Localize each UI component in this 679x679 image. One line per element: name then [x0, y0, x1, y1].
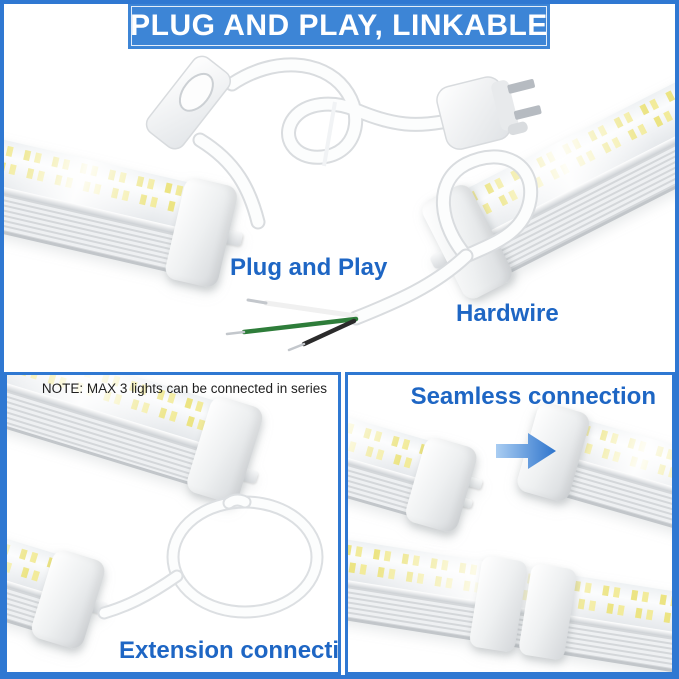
- wire-tip: [246, 298, 268, 305]
- wire-tip: [225, 330, 246, 336]
- extension-connection-panel: NOTE: MAX 3 lights can be connected in s…: [4, 372, 341, 675]
- ground-pin: [507, 121, 528, 136]
- plug-prong: [513, 105, 542, 120]
- seamless-connection-label: Seamless connection: [410, 383, 656, 410]
- banner: PLUG AND PLAY, LINKABLE: [128, 4, 550, 49]
- rocker-switch: [145, 55, 231, 150]
- power-cord: [224, 57, 450, 165]
- wire-tip: [287, 342, 306, 352]
- plug-and-play-label: Plug and Play: [230, 254, 388, 281]
- note-text: NOTE: MAX 3 lights can be connected in s…: [41, 381, 328, 396]
- switch-button: [178, 72, 214, 112]
- led-tube-lower: [7, 493, 108, 651]
- seamless-connection-panel: Seamless connection: [345, 372, 675, 675]
- wire-white: [263, 300, 359, 319]
- led-tube-hardwire: [418, 66, 675, 303]
- cable-tie: [322, 101, 337, 167]
- arrow-right-icon: [496, 433, 556, 469]
- extension-connection-label: Extension connection: [119, 637, 340, 664]
- wire-green: [241, 316, 359, 335]
- plug-prong: [507, 79, 535, 94]
- joined-tubes: [348, 535, 672, 672]
- wire-black: [301, 318, 357, 347]
- led-tube-plug-and-play: [4, 132, 244, 290]
- banner-title: PLUG AND PLAY, LINKABLE: [130, 9, 548, 42]
- three-prong-plug: [436, 76, 542, 150]
- hardwire-label: Hardwire: [456, 300, 559, 327]
- power-cord: [226, 59, 448, 163]
